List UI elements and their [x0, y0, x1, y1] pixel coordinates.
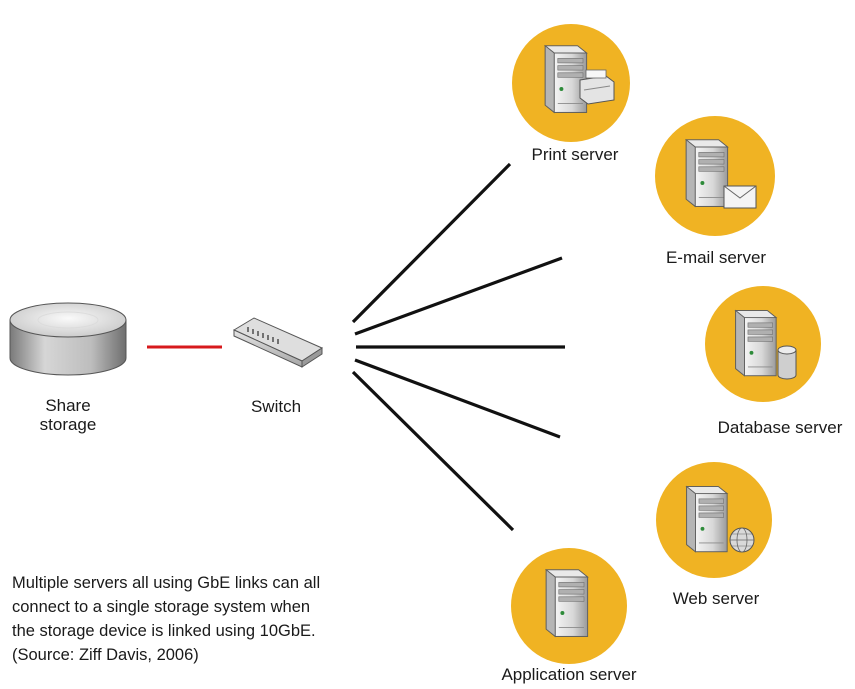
database-icon — [777, 345, 797, 380]
storage-icon — [9, 302, 127, 376]
link-email-server — [354, 256, 563, 336]
globe-icon — [729, 527, 755, 553]
database-server-node — [705, 286, 821, 402]
printer-icon — [579, 69, 615, 105]
switch-label: Switch — [250, 397, 302, 416]
application-server-label: Application server — [501, 665, 637, 684]
email-server-node — [655, 116, 775, 236]
envelope-icon — [723, 185, 757, 209]
caption-line: (Source: Ziff Davis, 2006) — [12, 646, 199, 664]
switch-icon — [232, 317, 324, 368]
link-application-server — [351, 370, 515, 532]
web-server-label: Web server — [672, 589, 760, 608]
application-server-node — [511, 548, 627, 664]
diagram-caption: Multiple servers all using GbE links can… — [12, 571, 320, 667]
email-server-label: E-mail server — [665, 248, 767, 267]
storage-label: Share storage — [39, 396, 97, 434]
database-server-label: Database server — [717, 418, 843, 437]
link-web-server — [354, 358, 561, 439]
print-server-label: Print server — [531, 145, 619, 164]
caption-line: connect to a single storage system when — [12, 598, 311, 616]
caption-line: the storage device is linked using 10GbE… — [12, 622, 316, 640]
print-server-node — [512, 24, 630, 142]
web-server-node — [656, 462, 772, 578]
link-print-server — [351, 162, 512, 324]
caption-line: Multiple servers all using GbE links can… — [12, 574, 321, 592]
